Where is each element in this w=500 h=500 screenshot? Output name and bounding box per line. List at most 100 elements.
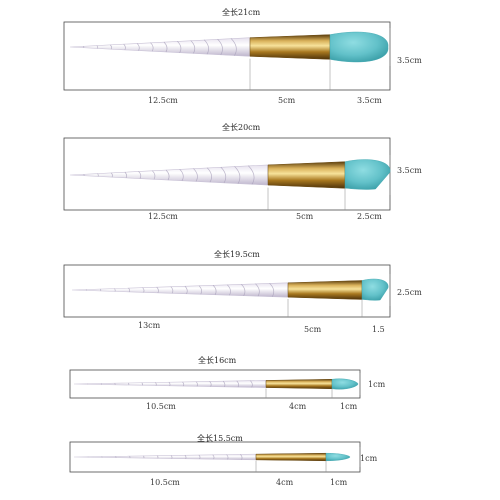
brush-1-handle-ridge xyxy=(217,38,223,56)
brush-4-bristle-length: 1cm xyxy=(340,402,358,411)
brush-5-bristles xyxy=(325,452,351,462)
brush-5 xyxy=(69,441,361,473)
brush-3-handle-ridge xyxy=(156,286,159,294)
brush-2-handle-ridge xyxy=(206,167,212,183)
brush-3-handle-ridge xyxy=(184,285,188,295)
brush-4-handle-ridge xyxy=(236,380,239,388)
brush-1-handle xyxy=(69,37,251,57)
brush-4-handle-ridge xyxy=(141,382,143,386)
brush-1-handle-ridge xyxy=(190,40,196,54)
brush-2-handle-ridge xyxy=(165,169,170,181)
brush-3-total-length: 全长19.5cm xyxy=(214,250,260,259)
brush-4-ferrule xyxy=(265,378,333,390)
brush-1-total-length: 全长21cm xyxy=(222,8,261,17)
brush-1-handle-ridge xyxy=(150,42,154,52)
brush-5-handle-ridge xyxy=(143,455,145,459)
brush-3-handle-ridge xyxy=(198,285,203,295)
brush-4-handle-ridge xyxy=(168,381,171,386)
brush-5-ferrule xyxy=(255,452,327,462)
brush-1-handle-ridge xyxy=(177,40,182,53)
brush-5-handle-ridge xyxy=(226,454,229,460)
brush-4 xyxy=(69,369,361,399)
brush-1-handle-ridge xyxy=(136,43,140,51)
brush-5-ferrule-length: 4cm xyxy=(276,478,294,487)
brush-4-handle-length: 10.5cm xyxy=(146,402,176,411)
brush-1-height: 3.5cm xyxy=(397,56,422,65)
brush-3-handle xyxy=(71,282,289,298)
brush-4-handle-ridge xyxy=(182,381,185,387)
brush-3-handle-ridge xyxy=(212,284,217,295)
brush-3-handle-ridge xyxy=(170,286,174,294)
brush-2-handle-ridge xyxy=(220,166,227,184)
brush-5-handle-ridge xyxy=(129,455,131,459)
brush-4-handle-ridge xyxy=(250,380,253,388)
brush-2-handle-ridge xyxy=(234,166,241,184)
brush-2-handle-ridge xyxy=(138,171,142,179)
brush-4-handle-ridge xyxy=(127,382,130,386)
brush-5-height: 1cm xyxy=(360,454,378,463)
brush-2-ferrule xyxy=(267,161,346,189)
brush-3-bristles xyxy=(361,278,389,301)
brush-3-ferrule-length: 5cm xyxy=(304,325,322,334)
brush-4-height: 1cm xyxy=(368,380,386,389)
brush-1-handle-ridge xyxy=(109,44,112,50)
brush-3-handle-length: 13cm xyxy=(138,321,161,330)
brush-5-handle-length: 10.5cm xyxy=(150,478,180,487)
brush-4-handle-ridge xyxy=(209,381,212,387)
brush-1-handle-ridge xyxy=(96,45,99,49)
brush-1-handle-ridge xyxy=(163,41,168,53)
brush-2-handle-ridge xyxy=(193,168,198,182)
brush-5-handle-ridge xyxy=(240,454,243,460)
brush-3-handle-ridge xyxy=(142,287,145,293)
brush-2-handle-ridge xyxy=(110,172,113,178)
brush-2-total-length: 全长20cm xyxy=(222,123,261,132)
brush-3-handle-ridge xyxy=(241,283,246,296)
brush-3-height: 2.5cm xyxy=(397,288,422,297)
brush-4-handle-ridge xyxy=(222,380,226,388)
brush-2-handle-ridge xyxy=(247,165,255,185)
brush-2-handle-ridge xyxy=(152,170,156,180)
brush-3-handle-ridge xyxy=(255,283,260,297)
brush-2-bristle-length: 2.5cm xyxy=(357,212,382,221)
brush-5-handle-ridge xyxy=(170,455,173,459)
brush-5-handle-ridge xyxy=(198,454,201,460)
brush-5-total-length: 全长15.5cm xyxy=(197,434,243,443)
brush-1-handle-length: 12.5cm xyxy=(148,96,178,105)
brush-5-handle-ridge xyxy=(156,455,159,459)
brush-2-height: 3.5cm xyxy=(397,166,422,175)
brush-3-handle-ridge xyxy=(114,288,116,292)
brush-1-handle-ridge xyxy=(123,43,126,51)
brush-3-ferrule xyxy=(287,280,363,300)
brush-3-handle-ridge xyxy=(128,287,130,293)
brush-1-bristle-length: 3.5cm xyxy=(357,96,382,105)
brush-4-handle-ridge xyxy=(195,381,198,387)
brush-4-handle-ridge xyxy=(155,382,157,386)
brush-4-ferrule-length: 4cm xyxy=(289,402,307,411)
brush-3-handle-ridge xyxy=(99,288,102,292)
brush-3 xyxy=(63,264,391,318)
brush-1 xyxy=(63,21,391,91)
brush-1-handle-ridge xyxy=(203,39,209,55)
brush-1-handle-ridge xyxy=(230,38,237,56)
brush-1-ferrule xyxy=(249,34,331,60)
brush-4-total-length: 全长16cm xyxy=(198,356,237,365)
brush-1-ferrule-length: 5cm xyxy=(278,96,296,105)
brush-5-handle xyxy=(73,453,257,461)
brush-2-handle-ridge xyxy=(97,173,99,177)
brush-3-bristle-length: 1.5 xyxy=(372,325,385,334)
brush-5-handle-ridge xyxy=(184,454,187,459)
brush-2-handle-ridge xyxy=(179,168,184,181)
brush-4-bristles xyxy=(331,378,359,390)
brush-5-handle-ridge xyxy=(212,454,215,460)
brush-2-bristles xyxy=(344,159,391,190)
brush-5-bristle-length: 1cm xyxy=(330,478,348,487)
brush-3-handle-ridge xyxy=(226,284,231,296)
brush-2-ferrule-length: 5cm xyxy=(296,212,314,221)
brush-2-handle-ridge xyxy=(124,171,127,179)
brush-2 xyxy=(63,137,391,211)
brush-2-handle-length: 12.5cm xyxy=(148,212,178,221)
brush-1-bristles xyxy=(329,31,389,63)
brush-3-handle-ridge xyxy=(269,283,275,297)
